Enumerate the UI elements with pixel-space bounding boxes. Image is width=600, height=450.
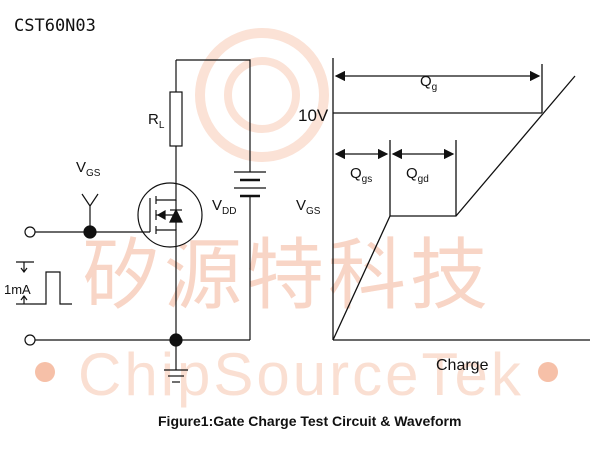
resistor-label: RL — [148, 111, 165, 131]
waveform-plot — [332, 58, 590, 341]
mosfet-internals — [149, 178, 183, 252]
qgs-label: Qgs — [350, 165, 372, 185]
load-resistor — [169, 91, 183, 147]
pulse-dim-head-top — [20, 267, 28, 273]
watermark-logo-ring-inner — [224, 57, 300, 133]
gate-voltage-label: VGS — [76, 159, 101, 179]
waveform-y-axis-label: VGS — [296, 197, 321, 217]
watermark-dot-right — [538, 362, 558, 382]
test-circuit — [16, 59, 266, 383]
gate-charge-curve — [332, 75, 576, 341]
watermark-chinese-text: 矽源特科技 — [82, 231, 492, 321]
vdd-battery-symbol — [234, 171, 266, 198]
gate-current-pulse — [30, 271, 72, 305]
vgs-probe — [81, 193, 99, 232]
ground-input-terminal[interactable] — [24, 334, 36, 346]
gate-input-terminal[interactable] — [24, 226, 36, 238]
watermark-logo-ring — [195, 28, 329, 162]
qg-label: Qg — [420, 73, 437, 93]
watermark-dot-left — [35, 362, 55, 382]
ground-symbol — [164, 369, 188, 383]
pulse-dim-head-bottom — [20, 295, 28, 301]
current-source-label: 1mA — [4, 282, 31, 297]
waveform-x-axis-label: Charge — [436, 357, 489, 374]
supply-top-wire — [176, 59, 251, 172]
supply-voltage-label: VDD — [212, 197, 236, 217]
watermark-english-text: ChipSourceTek — [78, 341, 524, 408]
part-number: CST60N03 — [14, 16, 96, 36]
figure-caption: Figure1:Gate Charge Test Circuit & Wavef… — [158, 413, 461, 429]
qgd-label: Qgd — [406, 165, 429, 185]
watermark: 矽源特科技 ChipSourceTek — [35, 28, 558, 408]
voltage-level-label: 10V — [298, 106, 329, 125]
